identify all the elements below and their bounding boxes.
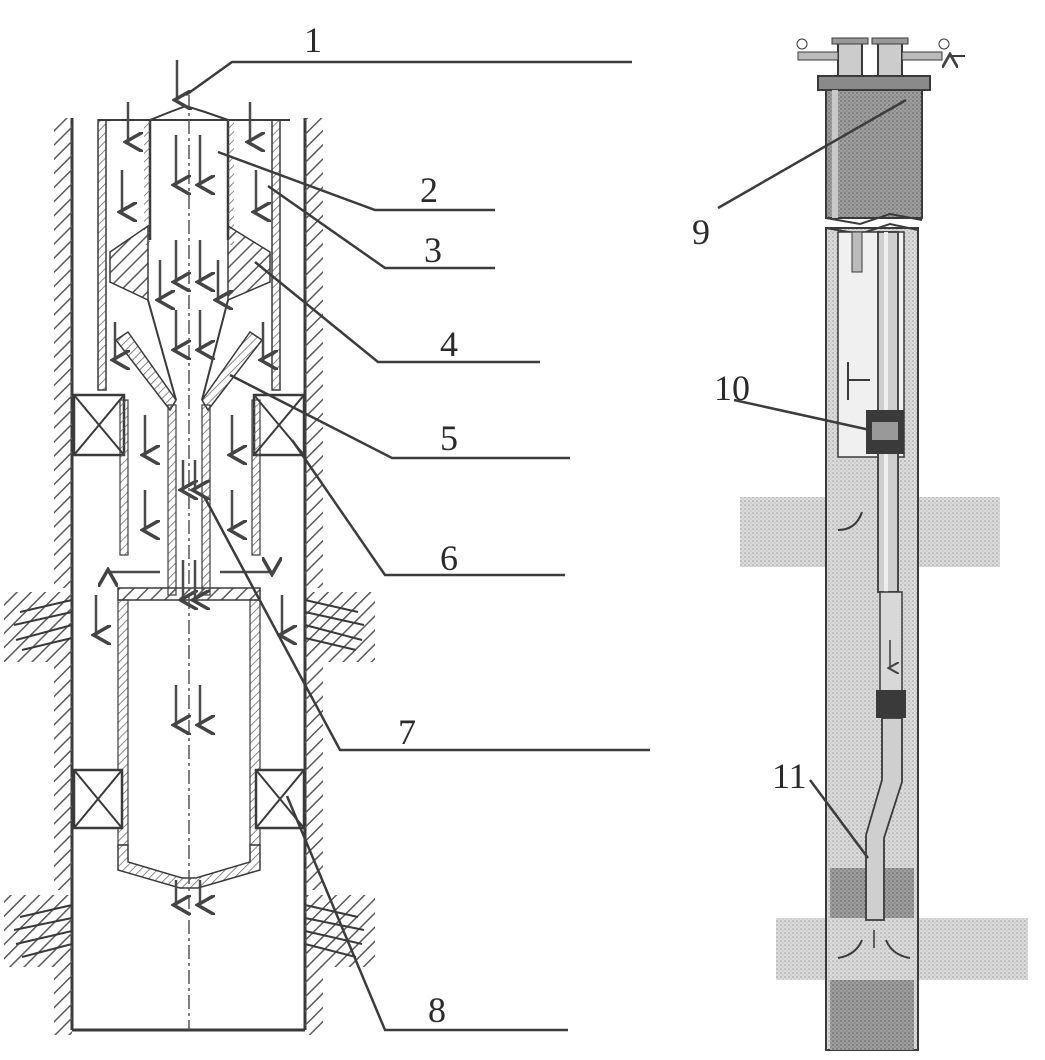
callout-11: 11 <box>772 756 807 796</box>
wellhead <box>796 37 965 226</box>
callout-1: 1 <box>304 20 322 60</box>
callout-5: 5 <box>440 418 458 458</box>
well-casing <box>825 222 919 1051</box>
callout-3: 3 <box>424 230 442 270</box>
packer-lower-left <box>72 768 124 830</box>
seal-block-right <box>227 224 271 302</box>
packer-10 <box>866 410 904 454</box>
leaders-right <box>717 98 907 859</box>
right-section-diagram <box>717 37 1028 1051</box>
outer-casing <box>54 118 323 1035</box>
callout-labels: 1 2 3 4 5 6 7 8 9 10 11 <box>304 20 807 1030</box>
packer-lower-right <box>254 768 306 830</box>
diffuser-walls <box>119 399 261 556</box>
tubing-outer-wall <box>97 119 290 391</box>
left-section-diagram <box>4 60 650 1035</box>
callout-10: 10 <box>714 368 750 408</box>
callout-7: 7 <box>398 712 416 752</box>
callout-2: 2 <box>420 170 438 210</box>
perforations-lower <box>4 895 375 967</box>
seal-block-left <box>109 224 149 302</box>
callout-4: 4 <box>440 324 458 364</box>
lower-tubing <box>865 591 906 921</box>
perforations-upper <box>4 592 375 662</box>
flow-marks <box>837 511 911 959</box>
leaders-left <box>185 60 650 1032</box>
flow-arrows <box>96 60 282 905</box>
packer-upper-left <box>72 393 126 457</box>
callout-8: 8 <box>428 990 446 1030</box>
nozzle <box>114 299 264 412</box>
callout-9: 9 <box>692 212 710 252</box>
callout-6: 6 <box>440 538 458 578</box>
